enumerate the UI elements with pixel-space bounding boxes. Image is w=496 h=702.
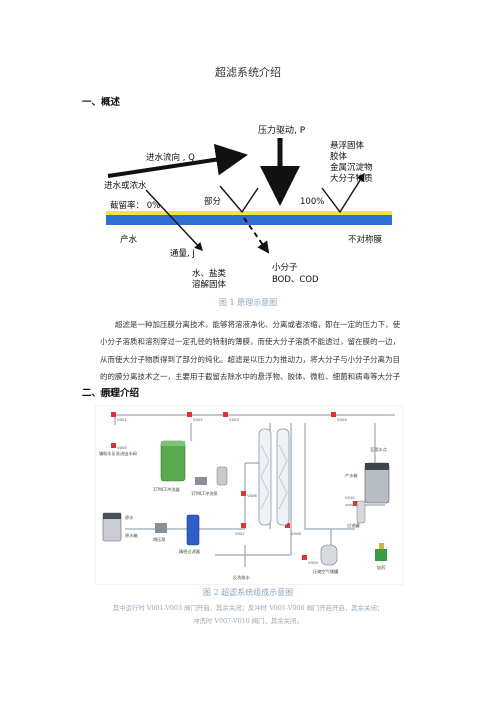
backwash-tank	[160, 440, 186, 482]
uf-column-1	[258, 428, 272, 526]
document-title: 超滤系统介绍	[215, 66, 281, 79]
valve-label-1: V002	[193, 417, 203, 422]
feed-label: 进水或浓水	[104, 180, 147, 191]
membrane-blue-layer	[106, 215, 392, 225]
inflow-label: 进水流向 , Q	[146, 152, 195, 163]
dosing-filter	[356, 500, 366, 524]
overview-paragraph: 超滤是一种加压膜分离技术，能够将溶液净化、分离或者浓缩，即在一定的压力下，使小分…	[100, 320, 400, 399]
valves	[111, 412, 358, 560]
valve-label-0: V001	[117, 417, 127, 422]
label-pump: 增压泵	[153, 536, 166, 543]
label-filter2: 过滤罐	[347, 522, 360, 529]
section-heading-overview: 一、概述	[82, 97, 121, 108]
air-reservoir	[320, 544, 338, 566]
figure2-caption: 图 2 超滤系统组成示意图	[202, 588, 294, 597]
partial-dashed-arrow	[243, 217, 270, 254]
label-tank: 1TMCF冲洗器	[153, 486, 181, 493]
precision-filter	[186, 514, 200, 546]
retained-item-1: 金属沉淀物	[330, 162, 373, 173]
booster-pump	[155, 523, 167, 533]
small-molecule-label: 小分子	[272, 262, 298, 273]
pressure-label: 压力驱动, P	[258, 124, 306, 136]
valve-label-4: V005	[117, 445, 127, 450]
label-drain-bottom: 反洗排水	[233, 574, 251, 581]
membrane-yellow-layer	[106, 211, 392, 215]
inflow-arrow	[107, 143, 248, 178]
full-bounce-line	[321, 172, 365, 214]
bod-cod-label: BOD、COD	[272, 275, 319, 285]
retained-title: 悬浮固体	[330, 140, 365, 151]
backwash-pump	[195, 477, 207, 485]
valve-label-2: V003	[229, 417, 239, 422]
label-reservoir: 压缩空气储罐	[313, 568, 339, 575]
valve-label-8: V009	[308, 560, 318, 565]
partial-label: 部分	[204, 196, 222, 207]
label-pump2: 加药	[377, 564, 385, 571]
label-filter: 精密过滤器	[179, 548, 201, 555]
figure1-caption: 图 1 原理示意图	[218, 298, 278, 307]
label-product-out: 至用水点	[370, 446, 387, 453]
pass-through-arrow	[145, 189, 203, 252]
cartridge-filter-top	[216, 466, 228, 486]
system-schematic: 辅助水反洗进出水阀 1TMCF冲洗器 1TMCF冲洗泵 原水 原水箱 增压泵 精…	[95, 405, 403, 585]
water-label: 水、盐类	[192, 268, 227, 279]
partial-bounce-line	[219, 185, 259, 214]
label-raw-tank: 原水	[125, 514, 134, 520]
retained-item-0: 胶体	[330, 151, 348, 162]
dosing-unit	[375, 549, 387, 561]
valve-label-5: V006	[247, 493, 257, 498]
dissolved-label: 溶解固体	[192, 279, 227, 290]
figure2-note-2: 冲洗时 V007-V010 阀门，其余关闭。	[193, 617, 303, 625]
asym-membrane-label: 不对称膜	[348, 234, 383, 245]
full-label: 100%	[300, 197, 324, 207]
retained-item-2: 大分子物质	[330, 173, 373, 184]
valve-label-7: V008	[291, 531, 301, 536]
uf-column-2	[276, 428, 290, 526]
product-label: 产水	[120, 234, 138, 245]
label-product-tank: 产水箱	[345, 472, 358, 479]
label-top-left: 辅助水反洗进出水阀	[99, 450, 137, 457]
label-raw-tank2: 原水箱	[125, 532, 138, 539]
flux-label: 通量, J	[170, 248, 195, 259]
label-tank2: 1TMCF冲洗泵	[191, 490, 218, 497]
valve-label-6: V007	[235, 531, 245, 536]
valve-label-3: V004	[337, 417, 347, 422]
section-heading-principle: 二、原理介绍	[82, 388, 140, 399]
figure2-note-1: 其中运行时 V001-V003 阀门开启，其余关闭；反冲时 V001-V006 …	[112, 604, 384, 612]
principle-diagram: 压力驱动, P 进水流向 , Q 进水或浓水 截留率： 0% 部分 100% 悬…	[104, 124, 392, 290]
valve-label-9: V010	[345, 495, 355, 500]
retention-label: 截留率： 0%	[110, 200, 160, 211]
